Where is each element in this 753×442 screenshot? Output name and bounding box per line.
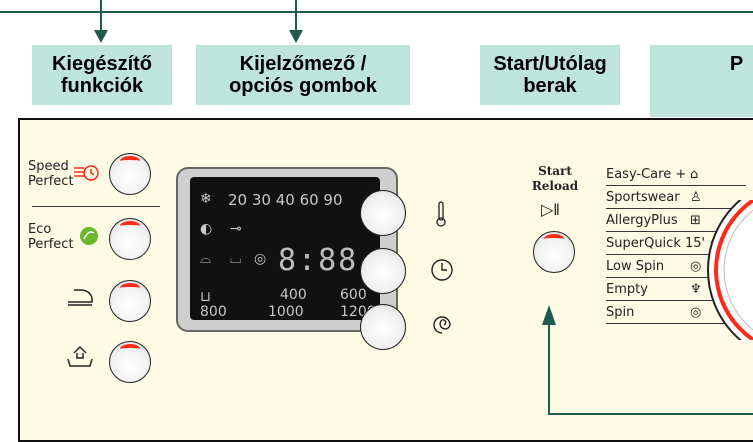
laundry-icon: ⌓ bbox=[200, 251, 212, 267]
label-kiegeszito-line1: Kiegészítő bbox=[51, 53, 153, 75]
label-kijelzo: Kijelzőmező / opciós gombok bbox=[196, 45, 410, 105]
water-plus-icon bbox=[67, 345, 93, 367]
spin-display-icon: ◎ bbox=[254, 251, 267, 267]
display-panel: ❄ 20 30 40 60 90 ◐ ⊸ ⌓ ⌴ ◎ 8:88 ⊔ 400 60… bbox=[176, 167, 398, 332]
spin-400: 400 bbox=[280, 287, 307, 303]
label-start-line1: Start/Utólag bbox=[493, 53, 607, 75]
speed-perfect-icon bbox=[74, 165, 99, 181]
temp-values: 20 30 40 60 90 bbox=[228, 191, 343, 209]
start-reload-button[interactable] bbox=[533, 231, 575, 273]
program-sportswear: Sportswear♙ bbox=[606, 190, 746, 209]
spin-1000: 1000 bbox=[268, 304, 304, 320]
eco-leaf-icon bbox=[80, 227, 98, 245]
spin-600: 600 bbox=[340, 287, 367, 303]
time-display: 8:88 bbox=[278, 243, 359, 278]
spin-800: 800 bbox=[200, 304, 227, 320]
stain-icon: ◐ bbox=[200, 221, 213, 237]
top-connector-lines bbox=[0, 0, 753, 43]
spin-icon bbox=[433, 316, 451, 334]
clock-icon bbox=[431, 259, 453, 281]
label-program-text: P bbox=[729, 53, 744, 75]
iron-icon bbox=[68, 289, 93, 306]
start-connector bbox=[542, 305, 753, 415]
eco-perfect-button[interactable] bbox=[109, 218, 151, 260]
program-dial[interactable] bbox=[700, 200, 753, 340]
thermometer-icon bbox=[436, 201, 446, 227]
program-allergyplus: AllergyPlus⊞ bbox=[606, 213, 746, 232]
program-empty: Empty♆ bbox=[606, 282, 746, 301]
label-kiegeszito: Kiegészítő funkciók bbox=[32, 45, 172, 105]
ironing-button[interactable] bbox=[109, 280, 151, 322]
water-plus-button[interactable] bbox=[109, 341, 151, 383]
label-kijelzo-line2: opciós gombok bbox=[229, 75, 377, 97]
program-spin: Spin◎ bbox=[606, 305, 746, 324]
rinse-icon: ⌴ bbox=[230, 251, 242, 267]
temperature-button[interactable] bbox=[360, 190, 406, 236]
tub-icon: ⊔ bbox=[200, 289, 211, 305]
program-low-spin: Low Spin◎ bbox=[606, 259, 746, 278]
finish-time-button[interactable] bbox=[360, 248, 406, 294]
temp-icon: ❄ bbox=[200, 191, 212, 207]
spin-speed-button[interactable] bbox=[360, 304, 406, 350]
label-program: P bbox=[650, 45, 753, 117]
label-start: Start/Utólag berak bbox=[480, 45, 620, 105]
label-kijelzo-line1: Kijelzőmező / bbox=[239, 53, 367, 75]
divider bbox=[32, 206, 160, 207]
lcd-screen: ❄ 20 30 40 60 90 ◐ ⊸ ⌓ ⌴ ◎ 8:88 ⊔ 400 60… bbox=[190, 177, 380, 320]
label-kiegeszito-line2: funkciók bbox=[60, 75, 144, 97]
speed-perfect-button[interactable] bbox=[109, 153, 151, 195]
key-icon: ⊸ bbox=[230, 221, 242, 237]
program-easy-care: Easy-Care +⌂ bbox=[606, 167, 746, 186]
label-start-line2: berak bbox=[523, 75, 577, 97]
play-pause-icon: ▷‖ bbox=[541, 202, 560, 219]
